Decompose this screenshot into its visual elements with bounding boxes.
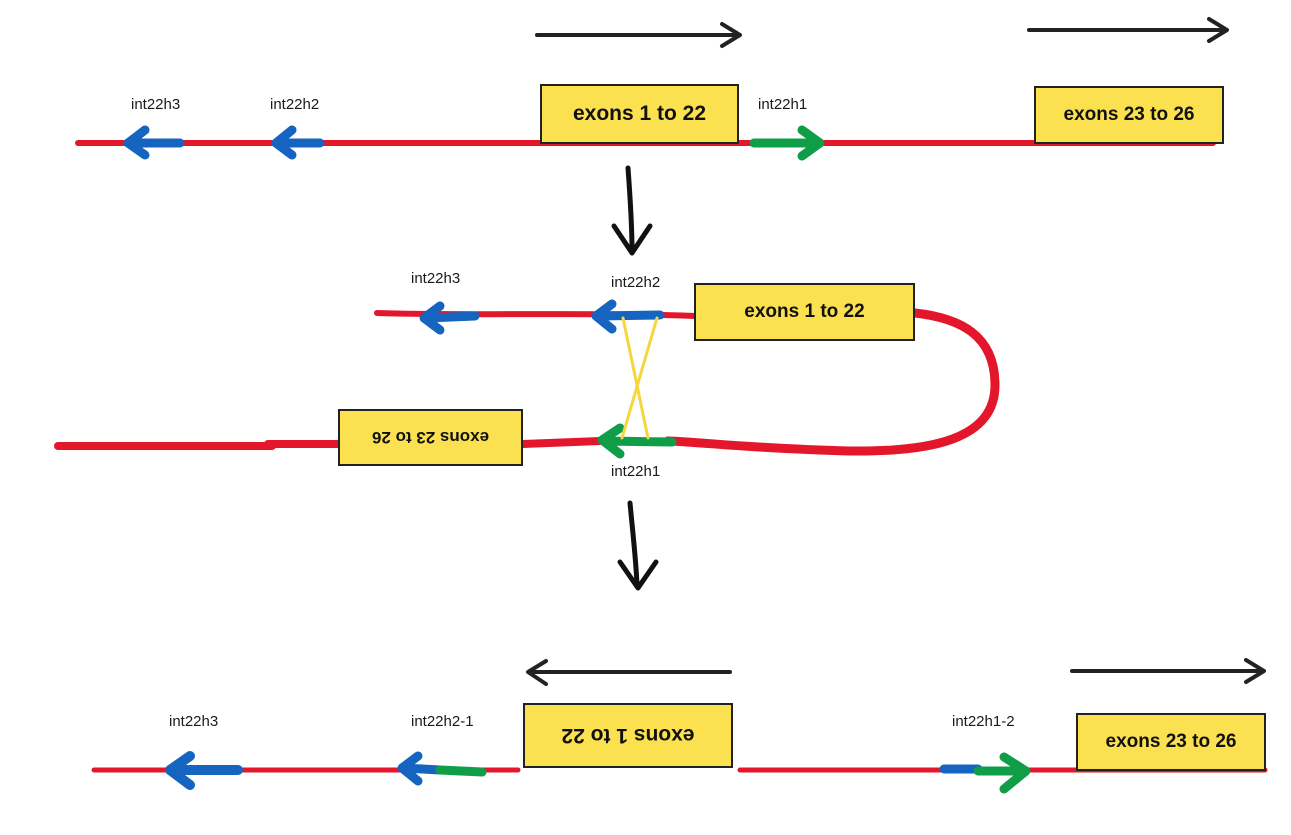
middle-box-exons-1-22: exons 1 to 22 (694, 283, 915, 341)
top-label-int22h1: int22h1 (758, 96, 808, 113)
top-int22h3-arrow (123, 125, 185, 160)
bottom-int22h2-1-blue-arrow (397, 751, 445, 786)
middle-loop-chromosome (663, 308, 1000, 456)
top-box-exons-23-26: exons 23 to 26 (1034, 86, 1224, 144)
bottom-label-int22h1-2: int22h1-2 (952, 713, 1015, 730)
top-label-int22h3: int22h3 (131, 96, 181, 113)
middle-label-int22h1: int22h1 (611, 463, 661, 480)
middle-label-int22h2: int22h2 (611, 274, 661, 291)
middle-lower-chromosome-line (54, 437, 604, 450)
bottom-label-int22h3: int22h3 (169, 713, 219, 730)
top-box-exons-1-22: exons 1 to 22 (540, 84, 739, 144)
middle-int22h2-arrow (591, 299, 665, 334)
top-int22h1-arrow (749, 125, 825, 161)
bottom-int22h2-1-green-segment (435, 765, 487, 777)
bottom-direction-arrow-right (1070, 658, 1266, 684)
bottom-direction-arrow-left (526, 659, 732, 686)
bottom-box-exons-1-22-inverted: exons 1 to 22 (523, 703, 733, 768)
top-label-int22h2: int22h2 (270, 96, 320, 113)
recombination-cross (620, 316, 659, 440)
step-down-arrow-1 (611, 165, 653, 256)
bottom-box-exons-23-26: exons 23 to 26 (1076, 713, 1266, 771)
middle-box-exons-23-26-inverted: exons 23 to 26 (338, 409, 523, 466)
middle-int22h3-arrow (419, 301, 480, 335)
top-direction-arrow-2 (1027, 17, 1229, 43)
bottom-int22h3-arrow (165, 751, 243, 790)
middle-label-int22h3: int22h3 (411, 270, 461, 287)
middle-int22h1-arrow (597, 423, 677, 459)
top-direction-arrow-1 (535, 22, 742, 48)
bottom-label-int22h2-1: int22h2-1 (411, 713, 474, 730)
bottom-int22h1-2-green-arrow (973, 752, 1031, 794)
step-down-arrow-2 (617, 500, 659, 591)
top-int22h2-arrow (271, 125, 325, 160)
